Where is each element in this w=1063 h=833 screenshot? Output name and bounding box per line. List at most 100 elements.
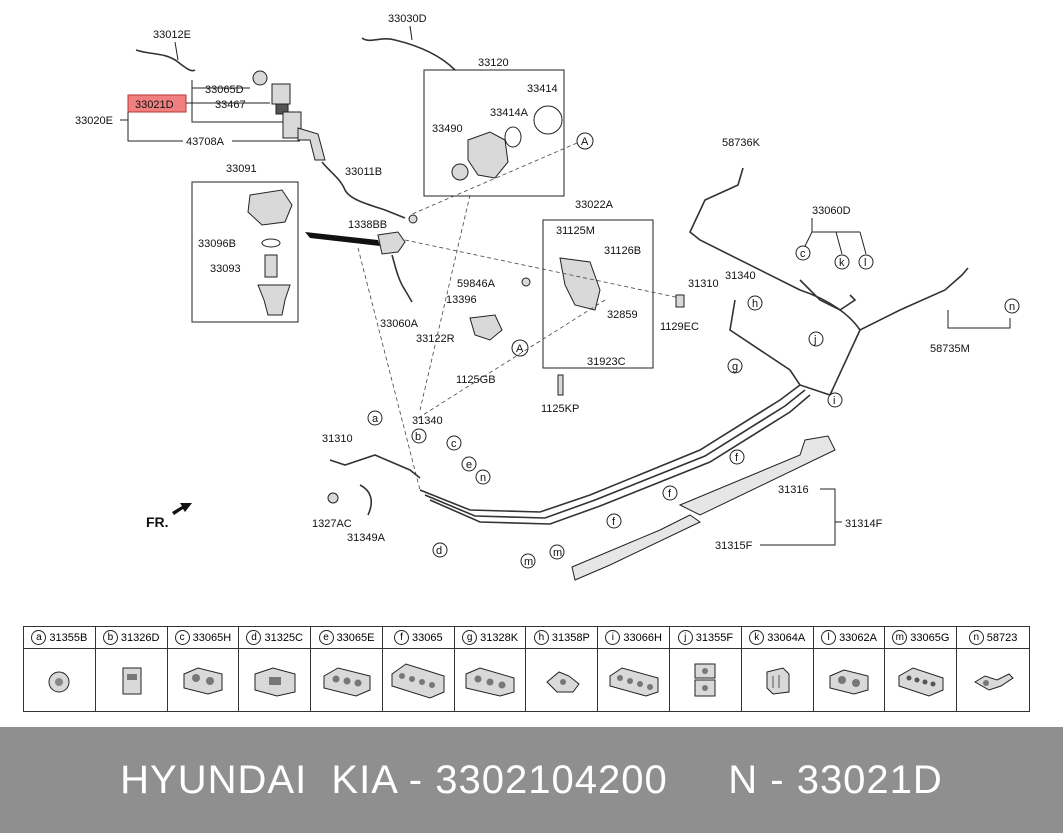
callout-31340b: 31340 — [412, 415, 443, 427]
pump-small — [377, 231, 406, 255]
legend-letter: l — [821, 630, 837, 645]
pump-body — [467, 131, 509, 179]
bolt-1125KP — [557, 374, 564, 396]
legend-cell — [526, 649, 599, 711]
block-clip-icon — [122, 667, 142, 695]
legend-letter: i — [605, 630, 621, 645]
marker-f2: f — [668, 488, 672, 500]
legend-part-number: 31328K — [480, 631, 519, 644]
callout-33091: 33091 — [226, 163, 257, 175]
marker-f3: f — [735, 452, 739, 464]
marker-k: k — [839, 257, 845, 269]
box-33120 — [423, 69, 565, 197]
box-clip-icon — [254, 667, 296, 697]
bracket-lines — [947, 310, 1011, 329]
callout-58736K: 58736K — [722, 137, 761, 149]
ref-line — [404, 239, 681, 299]
arrow-pointer — [305, 232, 380, 246]
connector-clip-icon — [974, 673, 1014, 691]
callout-31315F: 31315F — [715, 540, 753, 552]
line-main-2 — [424, 389, 806, 519]
callout-43708A: 43708A — [186, 136, 225, 148]
legend-cell — [598, 649, 671, 711]
legend-part-number: 33065G — [910, 631, 950, 644]
pump-module — [247, 189, 293, 226]
oring-33414A — [504, 126, 522, 148]
legend-letter: k — [749, 630, 765, 645]
legend-cell — [455, 649, 527, 711]
callout-33030D: 33030D — [388, 13, 427, 25]
legend-cell — [24, 649, 96, 711]
marker-m1: m — [524, 556, 533, 568]
filler-neck — [271, 83, 291, 105]
bolt-1338BB — [408, 214, 418, 224]
legend-letter: j — [677, 630, 693, 645]
nut-59846A — [521, 277, 531, 287]
grommet-clip-icon — [48, 671, 70, 693]
hose-33011B — [321, 161, 406, 219]
rail-31316 — [678, 435, 836, 516]
callout-31310b: 31310 — [322, 433, 353, 445]
legend-cell — [311, 649, 383, 711]
legend-cell — [814, 649, 886, 711]
callout-1125KP: 1125KP — [541, 403, 579, 415]
callout-31125M: 31125M — [556, 225, 595, 237]
legend-letter: e — [318, 630, 334, 645]
hose-33030D — [361, 37, 456, 71]
callout-31923C: 31923C — [587, 356, 626, 368]
pump-base — [257, 284, 291, 316]
line-main-3 — [429, 394, 811, 525]
legend-part-number: 33066H — [623, 631, 662, 644]
legend-part-number: 31325C — [264, 631, 304, 644]
multi-clip-icon — [898, 667, 944, 697]
callout-33122R: 33122R — [416, 333, 455, 345]
marker-g: g — [732, 361, 738, 373]
ref-circle-A2 — [511, 339, 529, 357]
callout-33022A: 33022A — [575, 199, 614, 211]
oring-33414 — [533, 105, 563, 135]
pump-seal — [451, 163, 469, 181]
callout-1129EC: 1129EC — [660, 321, 699, 333]
legend-cell — [239, 649, 312, 711]
triple-clip-icon — [323, 667, 371, 697]
legend-cell — [383, 649, 455, 711]
ref-circle-A — [576, 132, 594, 150]
callout-33065D: 33065D — [205, 84, 244, 96]
hose-33012E — [135, 49, 196, 72]
line-bundle-top — [729, 299, 861, 396]
legend-letter: g — [462, 630, 478, 645]
quad-clip-icon — [609, 667, 659, 697]
legend-cell — [670, 649, 742, 711]
callout-33467: 33467 — [215, 99, 246, 111]
leader-line — [174, 41, 179, 61]
legend-cell — [96, 649, 168, 711]
line-58735M — [799, 267, 969, 332]
marker-n2: n — [1009, 301, 1015, 313]
bracket-33122R — [469, 314, 503, 341]
callout-59846A: 59846A — [457, 278, 496, 290]
callout-33414A: 33414A — [490, 107, 529, 119]
marker-c2: c — [800, 248, 806, 260]
legend-letter: h — [533, 630, 549, 645]
legend-part-number: 33065H — [192, 631, 232, 644]
callout-33060A: 33060A — [380, 318, 419, 330]
box-33091 — [191, 181, 299, 323]
callout-33096B: 33096B — [198, 238, 236, 250]
callout-1338BB: 1338BB — [348, 219, 387, 231]
front-indicator: FR. — [146, 514, 169, 530]
legend-part-number: 33062A — [839, 631, 877, 644]
callout-33060D: 33060D — [812, 205, 851, 217]
line-main-1 — [419, 384, 801, 513]
parts-diagram: 33012E 33030D 33021D 33065D 33467 33020E… — [75, 13, 1020, 581]
marker-d: d — [436, 545, 442, 557]
line-31310b — [329, 454, 421, 479]
callout-31126B: 31126B — [604, 245, 641, 257]
nut-1327AC — [327, 492, 339, 504]
